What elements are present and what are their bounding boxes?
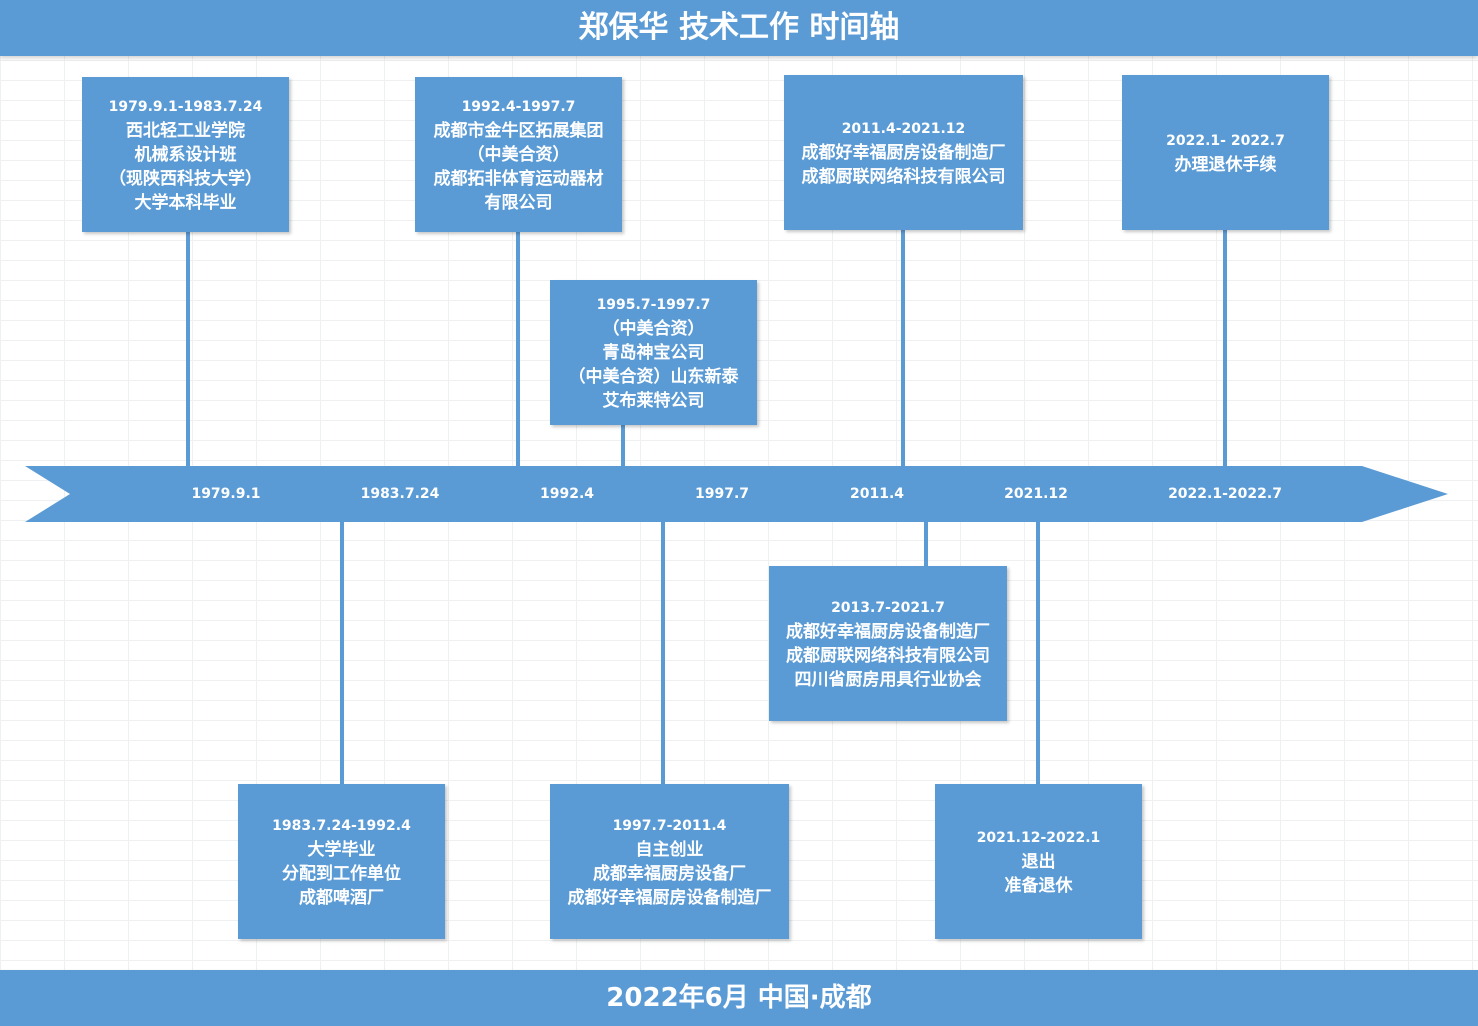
axis-tick: 1992.4 xyxy=(539,486,595,502)
event-line: （中美合资） xyxy=(602,318,705,339)
event-box-2011-2021: 2011.4-2021.12 成都好幸福厨房设备制造厂 成都厨联网络科技有限公司 xyxy=(784,75,1023,230)
event-line: 成都厨联网络科技有限公司 xyxy=(786,645,990,666)
event-line: 成都好幸福厨房设备制造厂 xyxy=(567,887,772,908)
event-line: 大学毕业 xyxy=(307,839,376,860)
event-box-2022: 2022.1- 2022.7 办理退休手续 xyxy=(1122,75,1329,230)
connector-line xyxy=(621,425,625,466)
connector-line xyxy=(516,232,520,466)
connector-line xyxy=(661,522,665,784)
event-line: 分配到工作单位 xyxy=(282,863,401,884)
event-date: 1995.7-1997.7 xyxy=(596,296,711,313)
event-box-1995-1997: 1995.7-1997.7 （中美合资） 青岛神宝公司 （中美合资）山东新泰 艾… xyxy=(550,280,757,425)
event-box-1983-1992: 1983.7.24-1992.4 大学毕业 分配到工作单位 成都啤酒厂 xyxy=(238,784,445,939)
event-box-1979-1983: 1979.9.1-1983.7.24 西北轻工业学院 机械系设计班 （现陕西科技… xyxy=(82,77,289,232)
footer-caption: 2022年6月 中国·成都 xyxy=(0,970,1478,1026)
event-box-1997-2011: 1997.7-2011.4 自主创业 成都幸福厨房设备厂 成都好幸福厨房设备制造… xyxy=(550,784,789,939)
event-date: 2013.7-2021.7 xyxy=(831,599,945,616)
event-line: 成都厨联网络科技有限公司 xyxy=(801,166,1006,187)
event-line: 准备退休 xyxy=(1004,875,1073,896)
event-line: 成都幸福厨房设备厂 xyxy=(593,863,746,884)
connector-line xyxy=(1223,230,1227,466)
event-line: 有限公司 xyxy=(484,192,553,213)
event-line: 自主创业 xyxy=(635,839,704,860)
event-line: 成都好幸福厨房设备制造厂 xyxy=(786,621,990,642)
event-box-1992-1997: 1992.4-1997.7 成都市金牛区拓展集团 （中美合资） 成都拓非体育运动… xyxy=(415,77,622,232)
connector-line xyxy=(340,522,344,784)
event-line: 退出 xyxy=(1021,851,1056,872)
event-line: 大学本科毕业 xyxy=(134,192,237,213)
event-box-2013-2021: 2013.7-2021.7 成都好幸福厨房设备制造厂 成都厨联网络科技有限公司 … xyxy=(769,566,1007,721)
axis-tick: 1979.9.1 xyxy=(191,486,261,502)
event-date: 2011.4-2021.12 xyxy=(841,120,966,137)
event-line: 四川省厨房用具行业协会 xyxy=(794,669,982,690)
connector-line xyxy=(1036,522,1040,784)
event-line: 机械系设计班 xyxy=(134,144,237,165)
event-date: 1983.7.24-1992.4 xyxy=(272,817,411,834)
event-line: 办理退休手续 xyxy=(1174,154,1277,175)
event-date: 1997.7-2011.4 xyxy=(612,817,727,834)
event-line: 艾布莱特公司 xyxy=(602,390,705,411)
event-line: 成都啤酒厂 xyxy=(299,887,384,908)
axis-tick: 2011.4 xyxy=(849,486,905,502)
page-title: 郑保华 技术工作 时间轴 xyxy=(0,0,1478,56)
event-date: 2021.12-2022.1 xyxy=(976,829,1101,846)
event-line: 成都拓非体育运动器材 xyxy=(433,168,604,189)
event-date: 2022.1- 2022.7 xyxy=(1166,132,1285,149)
event-date: 1979.9.1-1983.7.24 xyxy=(108,98,263,115)
axis-tick: 1997.7 xyxy=(694,486,750,502)
axis-tick: 2022.1-2022.7 xyxy=(1168,486,1282,502)
connector-line xyxy=(901,230,905,466)
event-line: 成都市金牛区拓展集团 xyxy=(433,120,604,141)
connector-line xyxy=(924,522,928,566)
event-date: 1992.4-1997.7 xyxy=(461,98,576,115)
event-line: 西北轻工业学院 xyxy=(126,120,245,141)
event-line: （中美合资）山东新泰 xyxy=(568,366,739,387)
axis-tick: 2021.12 xyxy=(1004,486,1068,502)
event-line: （现陕西科技大学） xyxy=(109,168,262,189)
axis-tick: 1983.7.24 xyxy=(360,486,440,502)
event-line: 青岛神宝公司 xyxy=(602,342,705,363)
event-line: （中美合资） xyxy=(467,144,570,165)
connector-line xyxy=(186,232,190,466)
event-line: 成都好幸福厨房设备制造厂 xyxy=(801,142,1006,163)
event-box-2021-2022: 2021.12-2022.1 退出 准备退休 xyxy=(935,784,1142,939)
